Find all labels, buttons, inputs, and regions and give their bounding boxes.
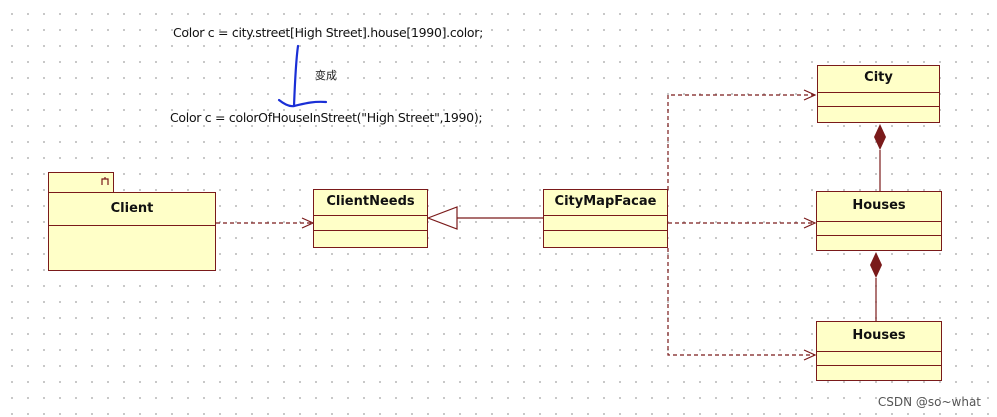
composition-diamond-city [874, 124, 886, 150]
realization-triangle [426, 206, 458, 230]
class-houses-top-name: Houses [852, 198, 906, 213]
composition-diamond-houses [870, 252, 882, 278]
class-client-divider [49, 225, 215, 226]
class-city-name: City [864, 70, 893, 85]
code-line-facade: Color c = colorOfHouseInStreet("High Str… [170, 110, 483, 125]
dependency-facade-city [667, 94, 815, 190]
class-clientneeds-name: ClientNeeds [326, 194, 415, 209]
class-houses-bottom-name: Houses [852, 328, 906, 343]
client-package-tab [48, 172, 114, 193]
package-icon [101, 177, 109, 185]
handwritten-arrow [292, 44, 300, 108]
code-line-original: Color c = city.street[High Street].house… [173, 25, 484, 40]
dependency-facade-houses-bottom [667, 248, 815, 356]
watermark: CSDN @so~what [877, 395, 981, 409]
class-clientneeds[interactable]: ClientNeeds [313, 189, 428, 248]
class-houses-bottom[interactable]: Houses [816, 321, 942, 381]
class-city[interactable]: City [817, 65, 940, 123]
class-houses-top[interactable]: Houses [816, 191, 942, 251]
class-client-name: Client [110, 201, 154, 216]
class-citymapfacae[interactable]: CityMapFacae [543, 189, 668, 248]
class-citymapfacae-name: CityMapFacae [554, 194, 657, 209]
class-client[interactable]: Client [48, 192, 216, 271]
transform-note: 变成 [315, 69, 337, 82]
handwritten-arrow-head [277, 98, 328, 108]
